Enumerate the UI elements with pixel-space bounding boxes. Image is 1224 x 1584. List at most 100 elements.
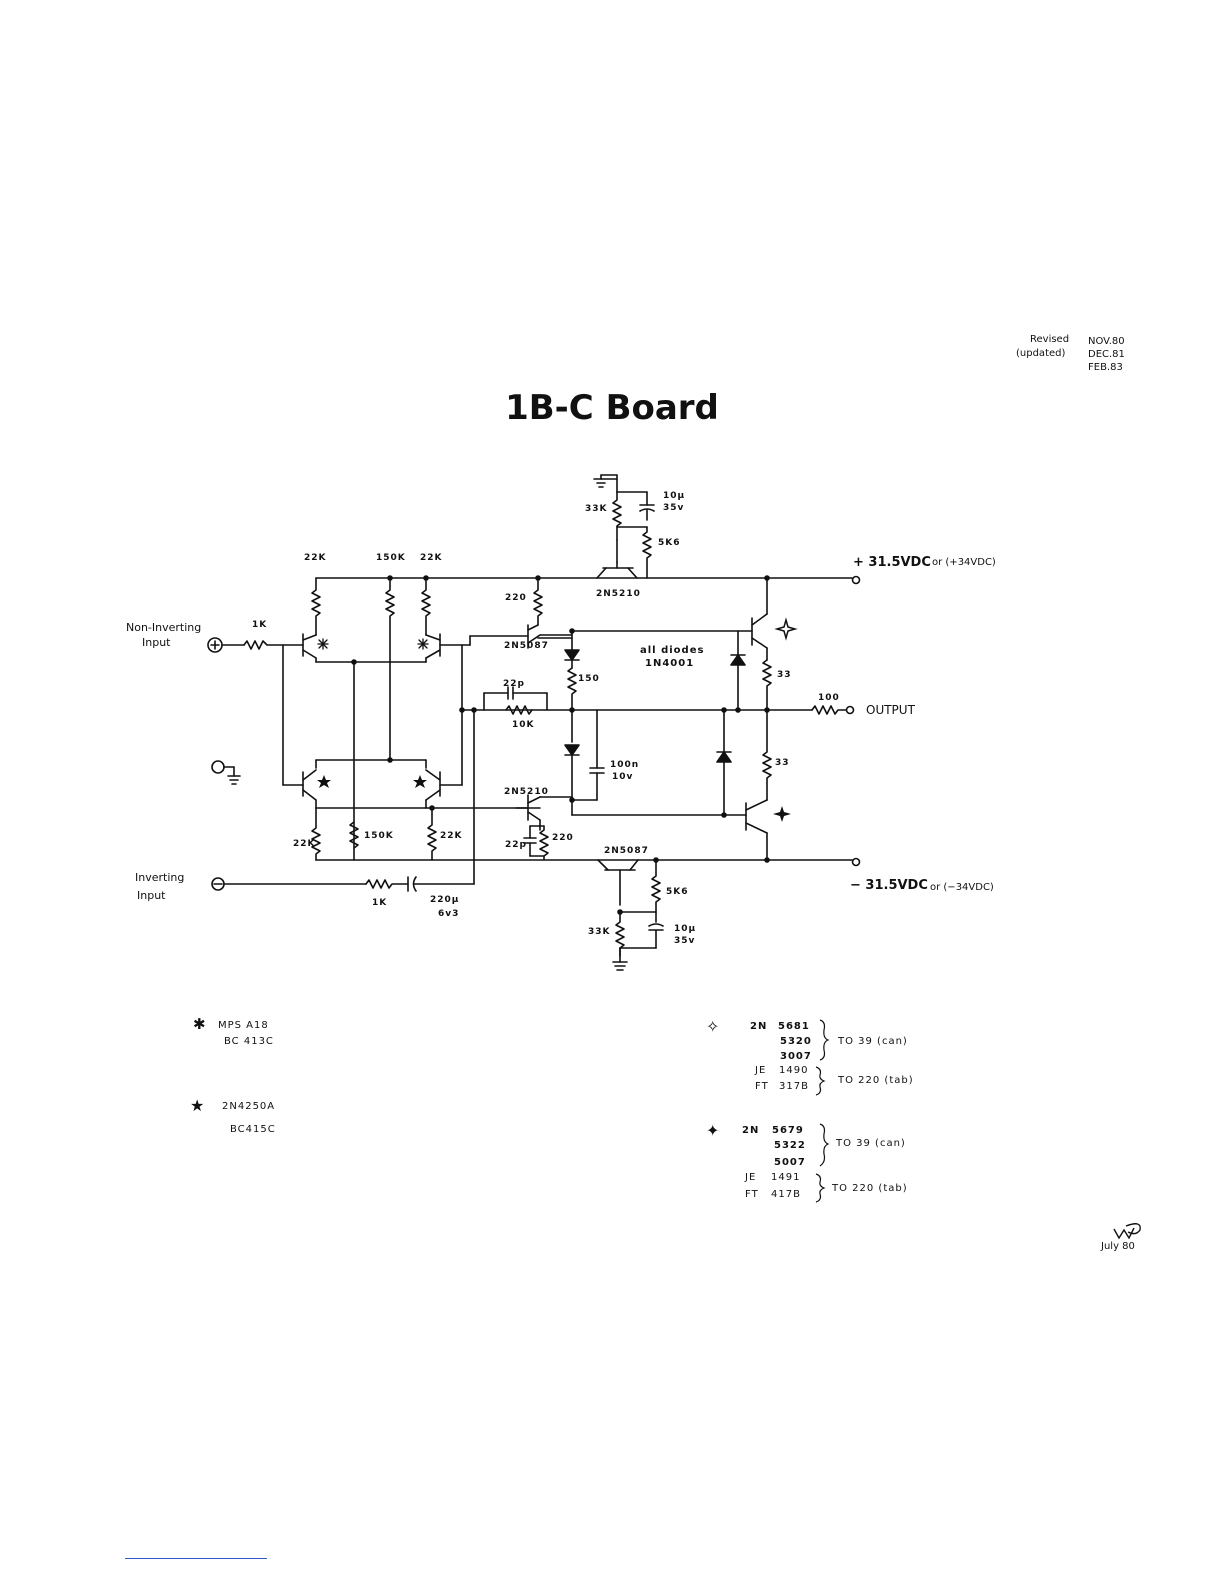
pnp-output-marker [773,806,791,822]
label-100-out: 100 [818,693,840,703]
revision-date-2: DEC.81 [1088,349,1125,360]
label-plus-supply: + 31.5VDC [853,555,931,570]
legend-npn-alt-label-1: JE [754,1065,766,1076]
label-22k-a: 22K [304,553,327,563]
legend-pnp-alt-part-2: 417B [771,1189,801,1200]
top-bias-network [593,474,655,579]
label-non-inverting-2: Input [142,636,171,649]
label-150k-bot: 150K [364,831,394,841]
npn-output-marker [774,617,798,641]
legend-pnp-part-3: 5007 [774,1157,806,1168]
label-100n: 100n [610,760,639,770]
legend-npn-pkg-tab: TO 220 (tab) [837,1075,914,1086]
label-1k-inv: 1K [372,898,387,908]
footer-link-underline [125,1558,267,1559]
label-5k6-top: 5K6 [658,538,681,548]
legend-npn-part-3: 3007 [780,1051,812,1062]
label-1n4001: 1N4001 [645,658,694,669]
top-differential-pair [207,633,463,861]
legend-npn-prefix: 2N [750,1021,767,1032]
legend-pnp-alt-part-1: 1491 [771,1172,800,1183]
label-220-top: 220 [505,593,527,603]
legend-star-part-2: BC415C [230,1124,276,1135]
label-2n5210-top: 2N5210 [596,589,641,599]
label-35v-top: 35v [663,503,684,513]
legend: ✱ MPS A18 BC 413C ★ 2N4250A BC415C ✧ 2N … [190,1015,914,1200]
label-10k-fb: 10K [512,720,535,730]
label-33k-top: 33K [585,504,608,514]
label-22k-b: 22K [420,553,443,563]
label-all-diodes: all diodes [640,645,704,656]
label-33-bot: 33 [775,758,790,768]
input-stage-resistors-top [311,575,431,761]
legend-npn-alt-part-1: 1490 [779,1065,808,1076]
legend-npn-part-1: 5681 [778,1021,810,1032]
legend-npn-pkg-can: TO 39 (can) [837,1036,908,1047]
legend-pnp-part-1: 5679 [772,1125,804,1136]
legend-asterisk-part-1: MPS A18 [218,1020,269,1031]
page-title: 1B-C Board [505,388,719,428]
legend-pnp-symbol: ✦ [706,1121,720,1140]
label-1k-in: 1K [252,620,267,630]
label-minus-supply-alt: or (−34VDC) [930,882,994,893]
legend-pnp-part-2: 5322 [774,1140,806,1151]
legend-asterisk-symbol: ✱ [193,1015,207,1033]
legend-pnp-pkg-tab: TO 220 (tab) [831,1183,908,1194]
label-150k-top: 150K [376,553,406,563]
label-33-top: 33 [777,670,792,680]
negative-rail [315,857,861,867]
label-10u-bot: 10μ [674,924,696,934]
legend-npn-alt-part-2: 317B [779,1081,809,1092]
label-22k-d: 22K [440,831,463,841]
label-plus-supply-alt: or (+34VDC) [932,557,996,568]
label-150: 150 [578,674,600,684]
label-10v: 10v [612,772,633,782]
label-35v-bot: 35v [674,936,695,946]
legend-npn-alt-label-2: FT [755,1081,769,1092]
label-220u: 220μ [430,895,459,905]
label-output: OUTPUT [866,703,916,717]
signature-mark [1113,1223,1141,1240]
legend-braces [815,1019,830,1203]
label-5k6-bot: 5K6 [666,887,689,897]
output-stage [716,575,855,863]
revision-date-1: NOV.80 [1088,336,1125,347]
revision-updated-label: (updated) [1016,348,1066,359]
ground-symbol-left [211,760,241,785]
label-220-bot: 220 [552,833,574,843]
legend-asterisk-part-2: BC 413C [224,1036,274,1047]
label-33k-bot: 33K [588,927,611,937]
legend-pnp-prefix: 2N [742,1125,759,1136]
vas-stage [461,575,753,861]
bottom-differential-pair [282,757,541,861]
feedback-network [459,686,768,715]
label-22p-fb: 22p [503,679,525,689]
label-22p-bot: 22p [505,840,527,850]
label-minus-supply: − 31.5VDC [850,878,928,893]
legend-star-part-1: 2N4250A [222,1101,275,1112]
label-inverting-1: Inverting [135,871,184,884]
bottom-bias-network [597,857,664,971]
legend-pnp-pkg-can: TO 39 (can) [835,1138,906,1149]
positive-rail [315,575,861,585]
label-2n5087-bot: 2N5087 [604,846,649,856]
label-10u-top: 10μ [663,491,685,501]
label-2n5210-bot: 2N5210 [504,787,549,797]
legend-star-symbol: ★ [190,1096,205,1115]
inverting-input-path [211,709,475,892]
legend-npn-symbol: ✧ [706,1017,720,1036]
star-marker-left [317,775,331,788]
label-non-inverting-1: Non-Inverting [126,621,201,634]
legend-npn-part-2: 5320 [780,1036,812,1047]
star-marker-right [413,775,427,788]
label-2n5087-top: 2N5087 [504,641,549,651]
legend-pnp-alt-label-1: JE [744,1172,756,1183]
label-inverting-2: Input [137,889,166,902]
label-22k-c: 22K [293,839,316,849]
revision-date-3: FEB.83 [1088,362,1123,373]
revision-label: Revised [1030,334,1070,345]
label-6v3: 6v3 [438,909,459,919]
transistor-markers [317,638,429,650]
signature-date: July 80 [1100,1241,1135,1252]
